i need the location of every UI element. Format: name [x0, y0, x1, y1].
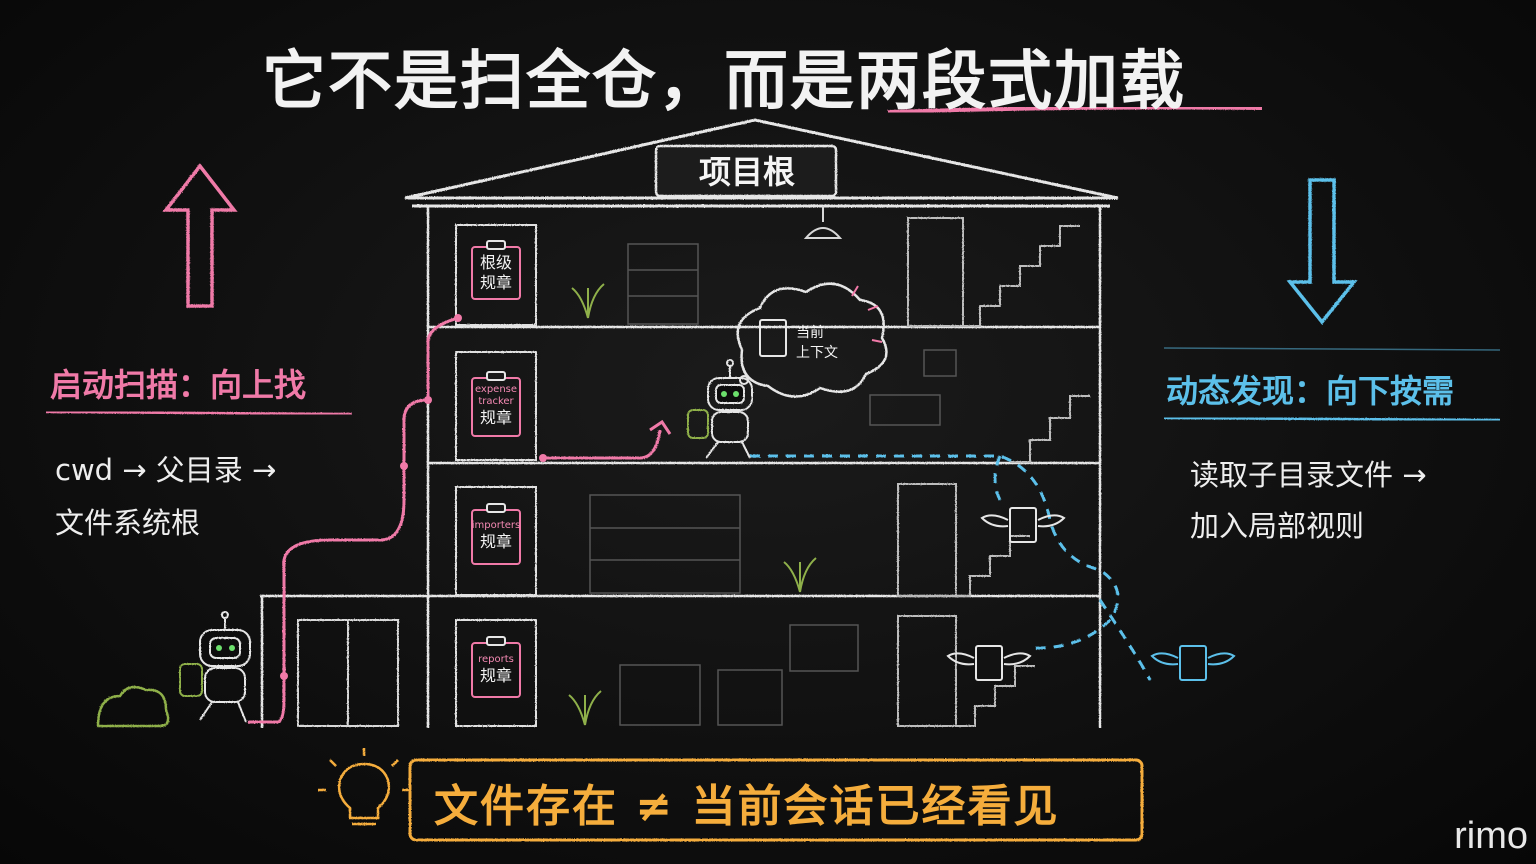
bush-icon: [96, 685, 170, 728]
winged-clipboard-icons: [946, 507, 1066, 681]
sign-label: 项目根: [698, 153, 795, 191]
down-arrow-icon: [1286, 178, 1358, 325]
startup-scan-path: [248, 316, 459, 724]
thought-bubble-text: 当前 上下文: [796, 325, 838, 361]
left-line-1: cwd → 父目录 →: [55, 453, 277, 487]
thought-bubble: [736, 282, 888, 398]
house-frame: [260, 206, 1102, 728]
up-arrow-icon: [162, 163, 238, 308]
right-heading: 动态发现：向下按需: [1166, 372, 1455, 410]
bottom-banner-frame: [408, 758, 1144, 842]
clipboard-icons: [471, 246, 521, 698]
entrance-doors: [297, 619, 399, 727]
dynamic-discovery-path: [750, 454, 1152, 681]
watermark: rimo: [1454, 815, 1528, 857]
floor-doors: [455, 224, 537, 727]
bottom-banner-text: 文件存在 ≠ 当前会话已经看见: [434, 781, 1060, 832]
plant-icons: [568, 283, 817, 726]
left-heading: 启动扫描：向上找: [50, 366, 307, 404]
page-title: 它不是扫全仓，而是两段式加载: [262, 45, 1186, 119]
lamp-icon: [803, 206, 843, 239]
right-line-1: 读取子目录文件 →: [1190, 458, 1427, 492]
floor-note-root: 根级 规章: [479, 253, 512, 292]
robot-icon-ground: [179, 611, 251, 723]
left-line-2: 文件系统根: [55, 506, 201, 540]
startup-scan-path-2: [543, 429, 662, 460]
floor-note-reports: reports 规章: [478, 654, 514, 685]
bubble-clipboard-icon: [759, 319, 787, 357]
furniture: [589, 243, 957, 726]
robot-icon-floor: [687, 359, 753, 459]
floor-note-importers: importers 规章: [471, 520, 521, 551]
roof: [404, 118, 1119, 208]
right-line-2: 加入局部视则: [1190, 509, 1365, 543]
left-underline: [45, 410, 353, 416]
right-underline: [1163, 416, 1501, 422]
staircase: [897, 217, 1090, 727]
sign-board: [654, 144, 838, 198]
title-underline: [887, 105, 1263, 114]
floor-note-expense-tracker: expense tracker 规章: [474, 384, 518, 427]
lightbulb-icon: [318, 748, 410, 826]
